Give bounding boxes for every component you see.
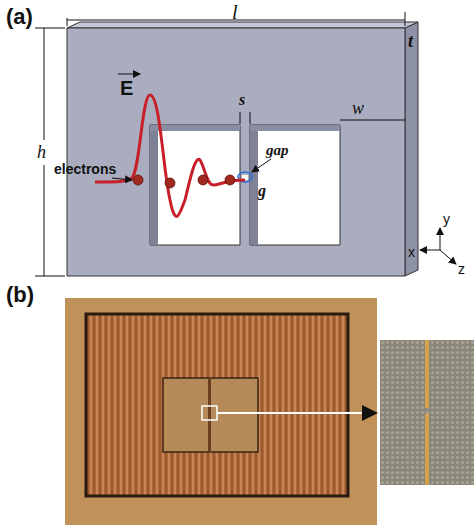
axis-label: x bbox=[408, 245, 415, 259]
axis-label: z bbox=[458, 262, 465, 276]
panel-label: (a) bbox=[6, 6, 33, 28]
dimension-label: w bbox=[352, 99, 364, 117]
dimension-label: l bbox=[232, 2, 238, 22]
field-label: E bbox=[120, 78, 133, 98]
gap-label: gap bbox=[266, 143, 289, 158]
dimension-label: s bbox=[239, 92, 245, 108]
panel-label: (b) bbox=[6, 284, 34, 306]
dimension-label: h bbox=[37, 143, 46, 161]
axis-label: y bbox=[443, 212, 450, 226]
dimension-label: t bbox=[408, 32, 413, 50]
dimension-label: g bbox=[258, 183, 266, 199]
electrons-label: electrons bbox=[54, 162, 116, 176]
